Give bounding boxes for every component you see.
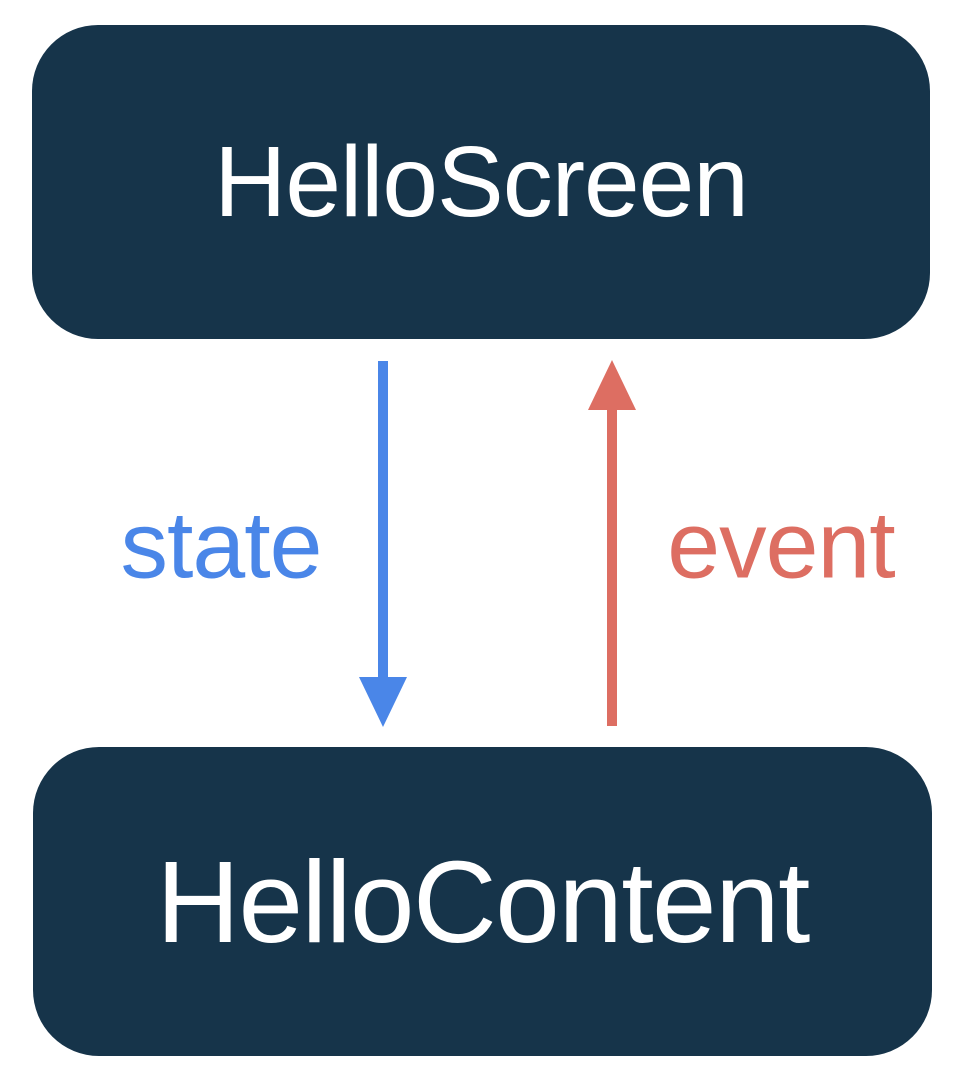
node-helloscreen-label: HelloScreen (214, 125, 749, 238)
state-edge-label: state (120, 492, 323, 599)
node-hellocontent-label: HelloContent (156, 836, 810, 967)
event-edge-label: event (667, 492, 895, 599)
node-hellocontent: HelloContent (33, 747, 932, 1056)
event-arrow (588, 360, 636, 726)
event-arrowhead-up-icon (588, 360, 636, 410)
state-arrow (359, 361, 407, 727)
state-arrowhead-down-icon (359, 677, 407, 727)
node-helloscreen: HelloScreen (32, 25, 930, 339)
